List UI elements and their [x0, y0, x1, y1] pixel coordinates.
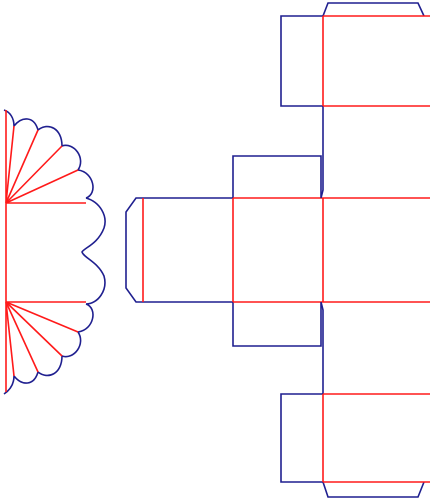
strip-left-edge-upper [320, 106, 324, 199]
upper-scallop-edge [3, 109, 94, 199]
side-section-fold-lines [142, 197, 323, 303]
lid-radial-fold [5, 301, 15, 377]
bottom-tuck-tab [322, 481, 425, 498]
left-panel-outline [143, 197, 233, 303]
middle-top-flap [232, 155, 322, 198]
lid-radial-fold [5, 145, 63, 204]
middle-scallop-edge [81, 197, 106, 305]
lid-radial-fold [5, 169, 79, 204]
lid-radial-fold [5, 125, 15, 204]
lid-radial-fold [5, 129, 39, 204]
scalloped-lid-cut-outline [3, 109, 106, 395]
side-section-cut-outline [125, 155, 322, 347]
vertical-strip-cut-outline [280, 2, 425, 498]
tuck-tab-outline [125, 197, 143, 303]
scalloped-lid-fold-lines [5, 110, 86, 392]
vertical-strip-fold-lines [322, 15, 430, 483]
lid-radial-fold [5, 301, 39, 373]
middle-bottom-flap [232, 302, 322, 347]
top-left-flap [280, 15, 323, 107]
lid-radial-fold [5, 301, 79, 333]
lower-scallop-edge [3, 303, 94, 395]
strip-left-edge-lower [320, 301, 324, 394]
bottom-left-flap [280, 393, 323, 483]
top-tuck-tab [322, 2, 425, 17]
lid-radial-fold [5, 301, 63, 357]
